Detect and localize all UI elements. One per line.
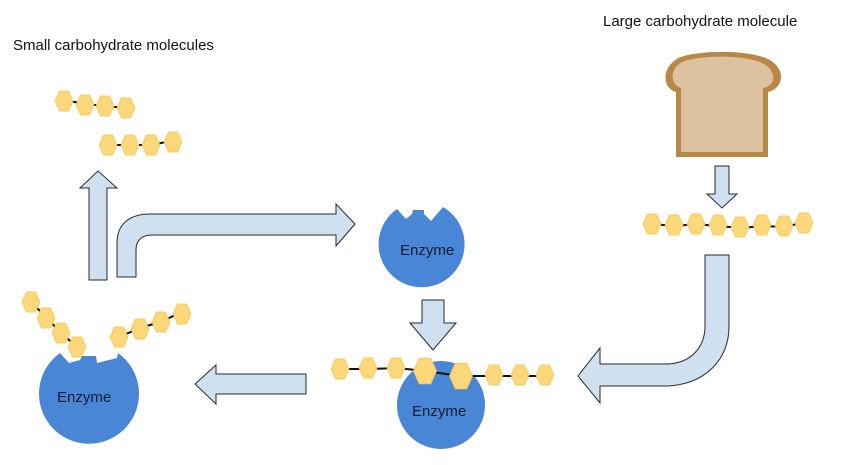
small-carbohydrates-label: Small carbohydrate molecules	[13, 37, 214, 54]
sugar-unit-icon	[386, 357, 406, 379]
sugar-unit-icon	[151, 311, 171, 333]
product-chain-right	[109, 303, 192, 348]
sugar-unit-icon	[686, 213, 706, 235]
sugar-unit-icon	[448, 362, 474, 390]
sugar-unit-icon	[172, 303, 192, 325]
sugar-unit-icon	[484, 364, 504, 386]
sugar-unit-icon	[413, 357, 437, 385]
enzyme-label: Enzyme	[412, 403, 466, 420]
bread-icon	[665, 51, 782, 157]
sugar-unit-icon	[642, 213, 662, 235]
product-chain-left	[21, 291, 87, 358]
arrow-bread-to-chain	[705, 165, 739, 209]
sugar-unit-icon	[75, 94, 95, 116]
arrow-enzyme-recycle	[116, 202, 356, 278]
sugar-unit-icon	[51, 322, 71, 344]
enzyme-label: Enzyme	[400, 242, 454, 259]
sugar-unit-icon	[730, 216, 750, 238]
sugar-unit-icon	[116, 97, 136, 119]
sugar-unit-icon	[95, 95, 115, 117]
sugar-unit-icon	[774, 215, 794, 237]
sugar-unit-icon	[109, 326, 129, 348]
large-carbohydrate-label: Large carbohydrate molecule	[603, 13, 798, 30]
sugar-unit-icon	[21, 291, 41, 313]
sugar-unit-icon	[752, 214, 772, 236]
sugar-unit-icon	[54, 90, 74, 112]
sugar-unit-icon	[141, 134, 161, 156]
bound-carbohydrate-chain	[330, 357, 555, 390]
small-chain-1	[54, 90, 136, 119]
small-chain-2	[98, 131, 183, 156]
sugar-unit-icon	[664, 214, 684, 236]
sugar-unit-icon	[330, 358, 350, 380]
sugar-unit-icon	[794, 212, 814, 234]
arrow-chain-to-enzyme	[577, 254, 730, 405]
sugar-unit-icon	[98, 134, 118, 156]
sugar-unit-icon	[67, 336, 87, 358]
sugar-unit-icon	[510, 364, 530, 386]
sugar-unit-icon	[535, 364, 555, 386]
arrow-bound-to-release	[194, 363, 307, 406]
enzyme-label: Enzyme	[57, 389, 111, 406]
arrow-enzyme-to-bound	[408, 299, 458, 351]
sugar-unit-icon	[163, 131, 183, 153]
sugar-unit-icon	[708, 214, 728, 236]
large-carbohydrate-chain	[642, 212, 814, 238]
enzyme-releasing: Enzyme	[38, 353, 140, 444]
arrow-release-to-products	[78, 170, 119, 281]
sugar-unit-icon	[358, 357, 378, 379]
enzyme-free: Enzyme	[378, 207, 465, 288]
sugar-unit-icon	[36, 307, 56, 329]
sugar-unit-icon	[130, 318, 150, 340]
sugar-unit-icon	[120, 134, 140, 156]
